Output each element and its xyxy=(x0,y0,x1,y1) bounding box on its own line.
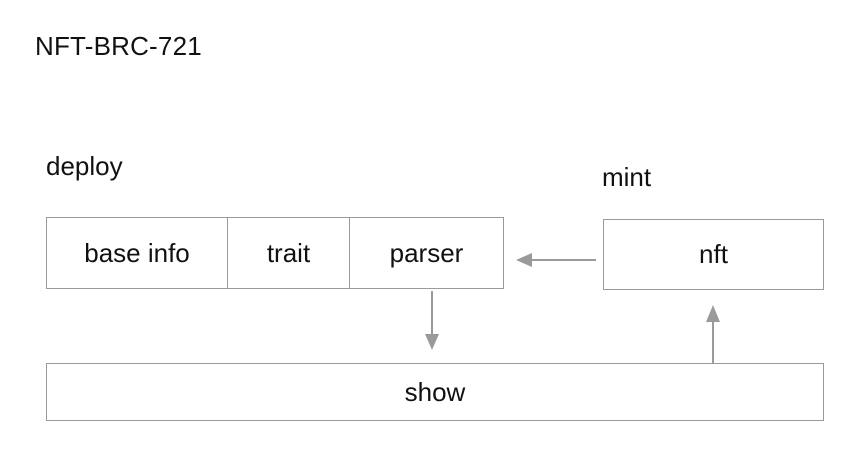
arrow-nft-to-parser xyxy=(516,253,596,267)
diagram-title: NFT-BRC-721 xyxy=(35,31,202,61)
trait-cell: trait xyxy=(227,218,349,288)
parser-cell: parser xyxy=(349,218,503,288)
base-info-cell: base info xyxy=(84,237,190,268)
nft-box: nft xyxy=(603,219,824,290)
deploy-label: deploy xyxy=(46,151,123,181)
arrow-parser-to-show xyxy=(425,291,439,350)
deploy-group: base info trait parser xyxy=(46,217,504,289)
arrow-show-to-nft xyxy=(706,305,720,363)
mint-label: mint xyxy=(602,162,652,192)
show-box: show xyxy=(46,363,824,421)
